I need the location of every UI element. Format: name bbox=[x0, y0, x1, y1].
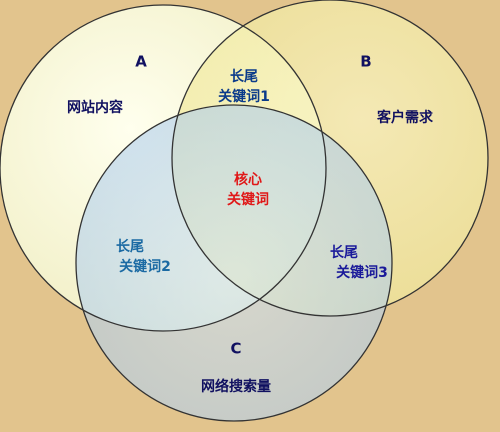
set-b-letter: B bbox=[360, 53, 371, 71]
set-b-label: 客户需求 bbox=[376, 109, 434, 126]
intersection-ab-line2: 关键词1 bbox=[218, 88, 270, 105]
circle-c bbox=[76, 105, 392, 421]
set-c-label: 网络搜索量 bbox=[201, 378, 271, 395]
intersection-ac-line1: 长尾 bbox=[116, 238, 144, 255]
set-a-label: 网站内容 bbox=[67, 99, 123, 116]
circle-b-outline bbox=[171, 0, 489, 317]
intersection-bc-line2: 关键词3 bbox=[336, 264, 388, 281]
circle-a-outline bbox=[0, 4, 327, 332]
set-a-letter: A bbox=[135, 53, 147, 71]
intersection-ab-line1: 长尾 bbox=[230, 68, 258, 85]
core-line2: 关键词 bbox=[227, 191, 269, 208]
core-line1: 核心 bbox=[234, 171, 262, 188]
intersection-bc-line1: 长尾 bbox=[330, 244, 358, 261]
circle-c-outline bbox=[75, 104, 393, 422]
intersection-ac-line2: 关键词2 bbox=[119, 258, 171, 275]
set-c-letter: C bbox=[230, 340, 241, 358]
